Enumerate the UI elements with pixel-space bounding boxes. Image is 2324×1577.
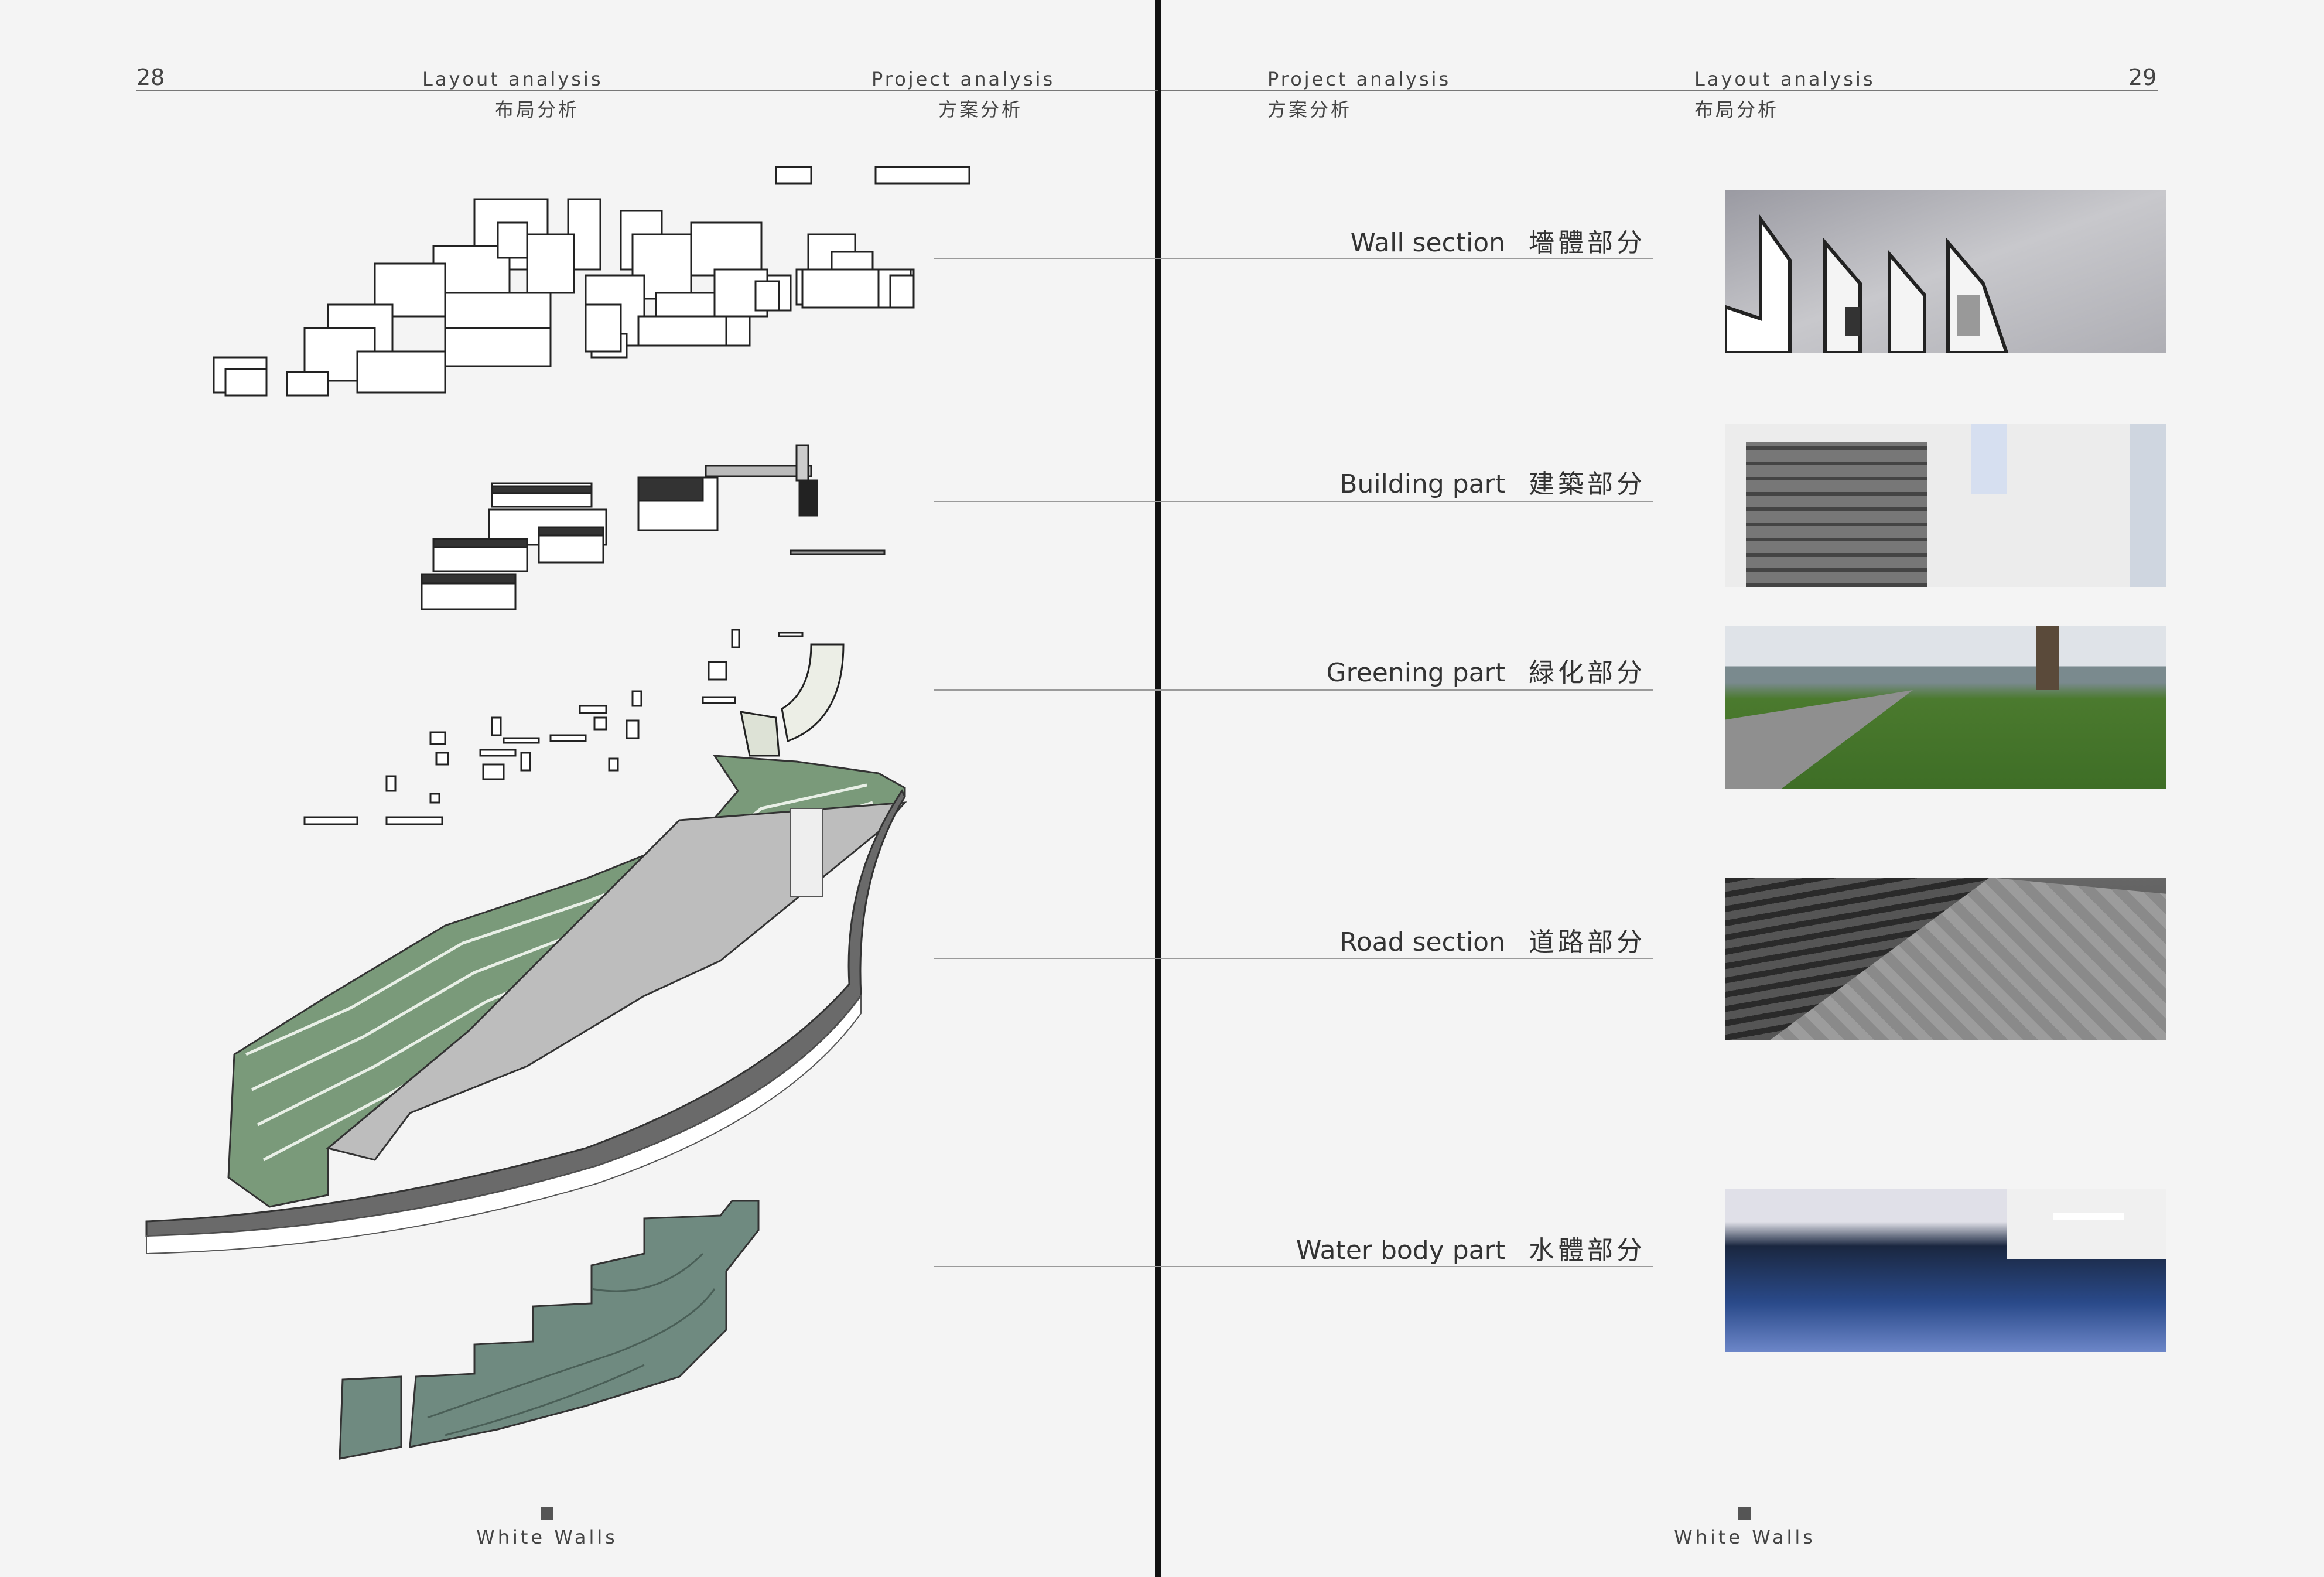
- section-label-greening: Greening part 緑化部分: [1326, 651, 1646, 689]
- leader-line-building: [934, 501, 1653, 502]
- section-label-en: Building part: [1339, 469, 1505, 499]
- small-elements-layer: [303, 629, 845, 825]
- building-part-render: [1725, 424, 2166, 587]
- building-layer: [421, 444, 886, 610]
- leader-line-greening: [934, 689, 1653, 691]
- footer-title-left: White Walls: [476, 1526, 618, 1548]
- header-layout-analysis-cn-right: 布局分析: [1694, 98, 1779, 121]
- header-project-analysis-right: Project analysis: [1267, 68, 1451, 90]
- water-body-render: [1725, 1189, 2166, 1352]
- light-slot: [2053, 1213, 2124, 1220]
- section-label-wall: Wall section 墻體部分: [1350, 221, 1646, 259]
- wall-layer: [213, 166, 970, 397]
- page-number-right: 29: [2128, 64, 2157, 90]
- section-label-cn: 道路部分: [1529, 927, 1646, 957]
- section-label-road: Road section 道路部分: [1339, 921, 1646, 958]
- footer-marker-left: [541, 1507, 553, 1520]
- header-project-analysis-cn: 方案分析: [938, 98, 1023, 121]
- greening-layer: [145, 755, 907, 1255]
- section-label-water: Water body part 水體部分: [1296, 1229, 1646, 1267]
- header-layout-analysis: Layout analysis: [422, 68, 603, 90]
- lattice-screen: [1746, 442, 1927, 587]
- leader-line-water: [934, 1266, 1653, 1267]
- tree-trunk: [2036, 626, 2059, 690]
- header-rule-left: [136, 90, 1158, 91]
- wall-structure: [2007, 1189, 2166, 1259]
- section-label-cn: 建築部分: [1529, 469, 1646, 499]
- footer-title-right: White Walls: [1674, 1526, 1816, 1548]
- leader-line-road: [934, 958, 1653, 959]
- page-number-left: 28: [136, 64, 165, 90]
- footer-marker-right: [1738, 1507, 1751, 1520]
- paving: [1725, 690, 1913, 788]
- section-label-cn: 墻體部分: [1529, 228, 1646, 258]
- section-label-en: Greening part: [1326, 658, 1505, 688]
- header-rule-right: [1161, 90, 2158, 91]
- header-project-analysis: Project analysis: [872, 68, 1055, 90]
- greening-part-render: [1725, 626, 2166, 788]
- section-label-cn: 水體部分: [1529, 1235, 1646, 1265]
- exploded-axonometric-diagram: [145, 166, 970, 1460]
- section-label-en: Wall section: [1350, 228, 1505, 258]
- header-project-analysis-cn-right: 方案分析: [1267, 98, 1352, 121]
- sky-gap: [1971, 424, 2007, 494]
- section-label-building: Building part 建築部分: [1339, 463, 1646, 500]
- header-layout-analysis-right: Layout analysis: [1694, 68, 1875, 90]
- section-label-en: Road section: [1339, 927, 1505, 957]
- water-body-layer: [339, 1200, 760, 1460]
- section-label-en: Water body part: [1296, 1235, 1505, 1265]
- header-layout-analysis-cn: 布局分析: [495, 98, 580, 121]
- road-section-render: [1725, 878, 2166, 1040]
- wall-section-render: [1725, 190, 2166, 353]
- leader-line-wall: [934, 258, 1653, 259]
- side-building: [2130, 424, 2166, 587]
- section-label-cn: 緑化部分: [1529, 658, 1646, 688]
- book-spine: [1155, 0, 1161, 1577]
